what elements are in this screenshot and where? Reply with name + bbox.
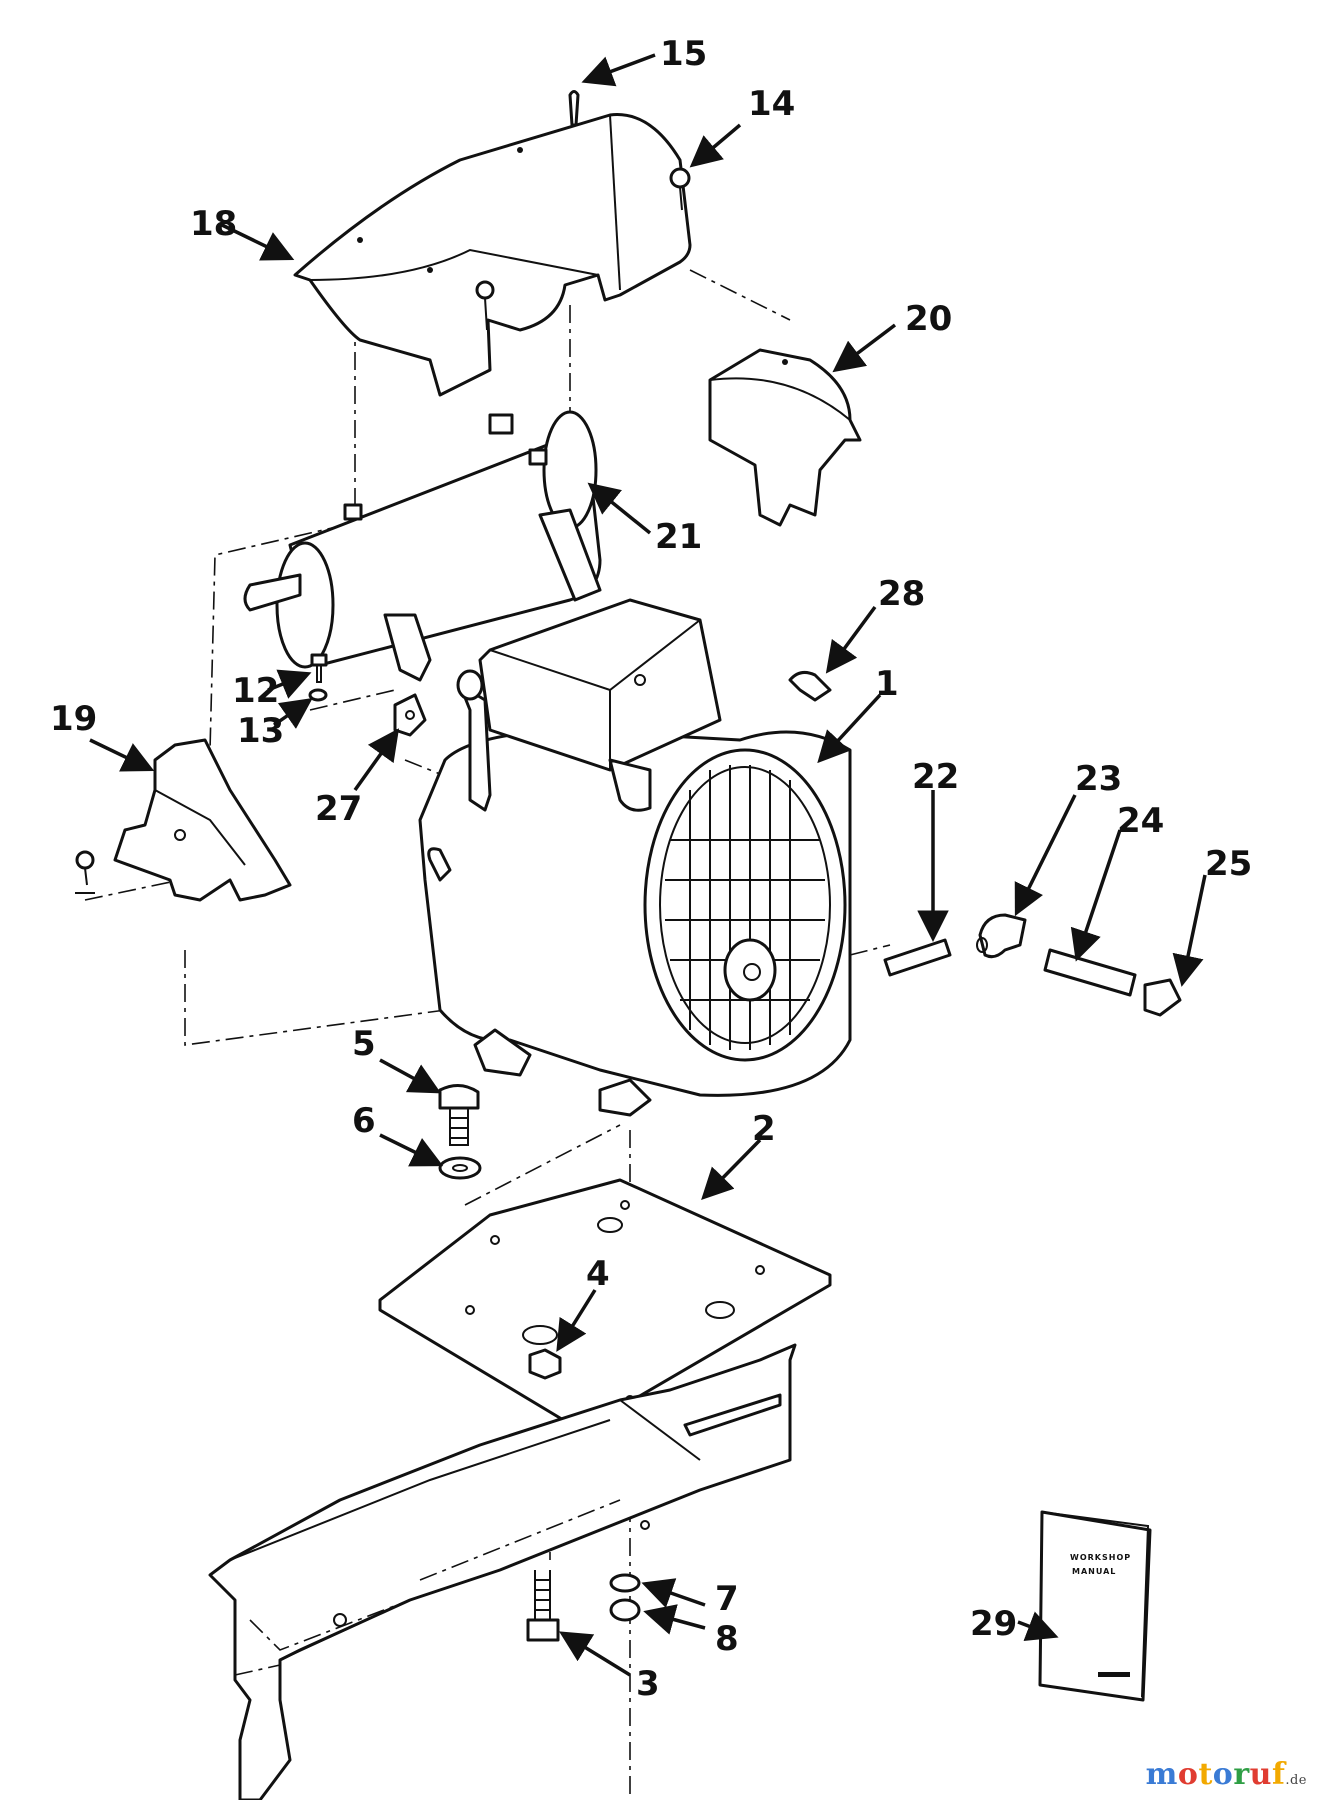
nut-part-4	[528, 1348, 562, 1380]
gasket-part-27	[393, 693, 427, 737]
bolt-left-shroud	[75, 850, 95, 894]
callout-labels: 15 14 18 20 21 28 1 12 13 19 27 22 23 24…	[50, 34, 1252, 1704]
callout-18: 18	[190, 204, 237, 244]
washer-part-7	[609, 1573, 641, 1593]
callout-13: 13	[237, 711, 284, 751]
callout-1: 1	[875, 664, 899, 704]
screw-part-15	[568, 90, 580, 127]
upper-shroud	[293, 113, 692, 397]
callout-27: 27	[315, 789, 362, 829]
washer-part-13	[308, 688, 328, 702]
callout-5: 5	[352, 1024, 376, 1064]
engine-assembly	[418, 598, 852, 1117]
screw-part-14	[669, 167, 691, 211]
callout-25: 25	[1205, 844, 1252, 884]
elbow-part-23	[976, 913, 1027, 959]
washer-part-6	[438, 1156, 482, 1180]
callout-7: 7	[715, 1579, 739, 1619]
tractor-frame	[208, 1343, 797, 1800]
nipple-part-22	[883, 938, 952, 977]
bolt-part-12	[310, 653, 328, 683]
callout-21: 21	[655, 517, 702, 557]
bolt-part-5	[438, 1084, 480, 1146]
screw-on-shroud	[475, 280, 495, 331]
cap-part-25	[1143, 978, 1182, 1017]
manual-title-line1: WORKSHOP	[1070, 1553, 1131, 1562]
nipple-part-24	[1043, 948, 1137, 997]
leader-arrows	[89, 53, 1207, 1677]
callout-28: 28	[878, 574, 925, 614]
watermark-brand: motoruf	[1145, 1757, 1286, 1792]
callout-24: 24	[1117, 801, 1164, 841]
manual-title-line2: MANUAL	[1072, 1567, 1116, 1576]
callout-22: 22	[912, 757, 959, 797]
watermark-suffix: .de	[1285, 1773, 1307, 1788]
right-shroud	[708, 348, 862, 527]
callout-4: 4	[586, 1254, 610, 1294]
callout-14: 14	[748, 84, 795, 124]
workshop-manual: WORKSHOP MANUAL	[1038, 1510, 1152, 1702]
callout-15: 15	[660, 34, 707, 74]
callout-12: 12	[232, 671, 279, 711]
callout-19: 19	[50, 699, 97, 739]
callout-8: 8	[715, 1619, 739, 1659]
watermark-logo: motoruf.de	[1146, 1757, 1307, 1792]
alignment-lines	[84, 269, 891, 1800]
bolt-part-3	[526, 1570, 560, 1642]
callout-6: 6	[352, 1101, 376, 1141]
clip-part-28	[788, 670, 832, 702]
muffler	[243, 410, 602, 682]
left-shroud	[113, 738, 292, 902]
callout-29: 29	[970, 1604, 1017, 1644]
callout-3: 3	[636, 1664, 660, 1704]
callout-23: 23	[1075, 759, 1122, 799]
callout-20: 20	[905, 299, 952, 339]
nut-part-8	[609, 1598, 641, 1622]
callout-2: 2	[752, 1109, 776, 1149]
